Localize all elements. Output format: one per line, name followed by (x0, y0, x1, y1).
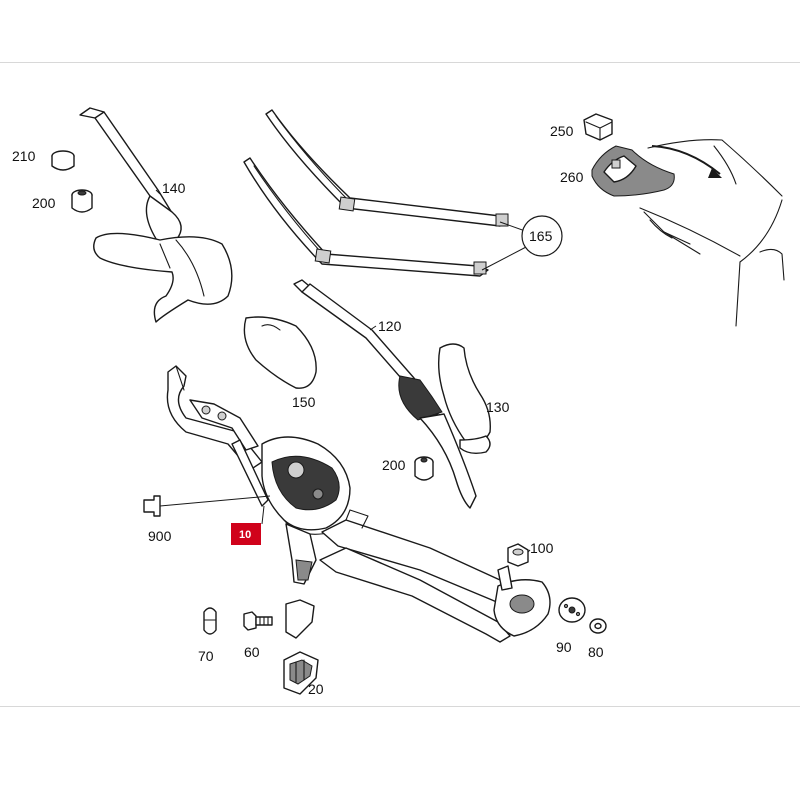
part-80-washer[interactable] (589, 618, 607, 634)
car-windshield-sketch (639, 139, 785, 327)
label-165: 165 (529, 228, 553, 244)
part-120-right-wiper-arm[interactable] (293, 279, 477, 509)
label-140: 140 (162, 180, 186, 196)
label-260: 260 (560, 169, 584, 185)
label-70: 70 (198, 648, 214, 664)
part-130-right-arm-cover[interactable] (437, 343, 491, 455)
bottom-border-line (0, 706, 800, 707)
label-210: 210 (12, 148, 36, 164)
part-70-grommet[interactable] (203, 607, 217, 635)
part-250-sensor-clip[interactable] (583, 113, 613, 141)
part-140-left-wiper-arm[interactable] (79, 107, 233, 323)
label-20: 20 (308, 681, 324, 697)
label-250: 250 (550, 123, 574, 139)
part-20-rubber-mount[interactable] (283, 599, 319, 695)
part-165-wiper-blades[interactable] (243, 109, 529, 277)
label-90: 90 (556, 639, 572, 655)
part-200-nut-upper[interactable] (71, 189, 93, 213)
label-200-middle: 200 (382, 457, 406, 473)
label-10: 10 (239, 529, 251, 541)
top-border-line (0, 62, 800, 63)
label-900: 900 (148, 528, 172, 544)
label-120: 120 (378, 318, 402, 334)
label-100: 100 (530, 540, 554, 556)
part-90-bearing-disc[interactable] (558, 597, 586, 623)
part-10-wiper-motor-linkage[interactable] (166, 365, 551, 643)
part-60-bolt[interactable] (243, 611, 273, 631)
part-900-connector[interactable] (143, 495, 271, 517)
part-100-nut[interactable] (507, 543, 531, 567)
part-210-cap[interactable] (51, 150, 75, 171)
label-150: 150 (292, 394, 316, 410)
leader-10 (261, 505, 265, 525)
label-60: 60 (244, 644, 260, 660)
callout-circle-165 (521, 215, 563, 257)
label-80: 80 (588, 644, 604, 660)
label-130: 130 (486, 399, 510, 415)
leader-120 (369, 325, 377, 331)
part-200-nut-middle[interactable] (414, 456, 434, 481)
leader-140 (155, 189, 161, 195)
label-200-upper: 200 (32, 195, 56, 211)
part-260-sensor-bracket[interactable] (591, 145, 675, 197)
highlight-box-10 (231, 523, 261, 545)
part-150-cover[interactable] (243, 316, 317, 389)
